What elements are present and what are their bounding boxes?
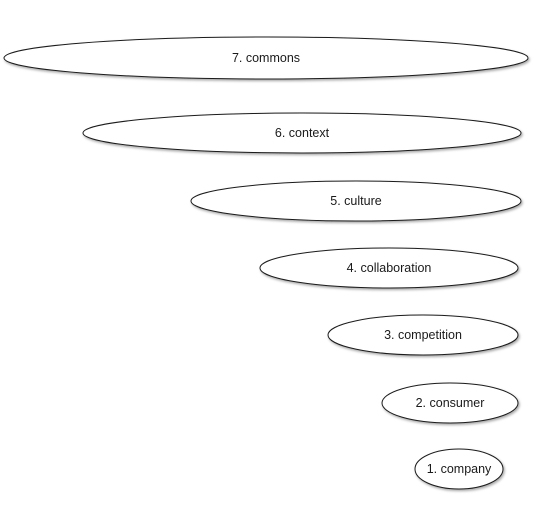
level-5-ellipse xyxy=(190,180,522,222)
level-6-label: 6. context xyxy=(275,126,330,140)
level-2-label: 2. consumer xyxy=(416,396,485,410)
level-6-context: 6. context xyxy=(82,112,522,154)
level-7-ellipse xyxy=(3,36,529,80)
level-4-collaboration: 4. collaboration xyxy=(259,247,519,289)
level-5-culture: 5. culture xyxy=(190,180,522,222)
level-6-ellipse xyxy=(82,112,522,154)
level-4-label: 4. collaboration xyxy=(347,261,432,275)
level-3-ellipse xyxy=(327,314,519,356)
level-7-commons: 7. commons xyxy=(3,36,529,80)
level-3-competition: 3. competition xyxy=(327,314,519,356)
level-7-label: 7. commons xyxy=(232,51,300,65)
level-4-ellipse xyxy=(259,247,519,289)
level-1-company: 1. company xyxy=(414,448,504,490)
level-1-ellipse xyxy=(414,448,504,490)
level-2-consumer: 2. consumer xyxy=(381,382,519,424)
level-2-ellipse xyxy=(381,382,519,424)
level-5-label: 5. culture xyxy=(330,194,381,208)
level-1-label: 1. company xyxy=(427,462,492,476)
level-3-label: 3. competition xyxy=(384,328,462,342)
